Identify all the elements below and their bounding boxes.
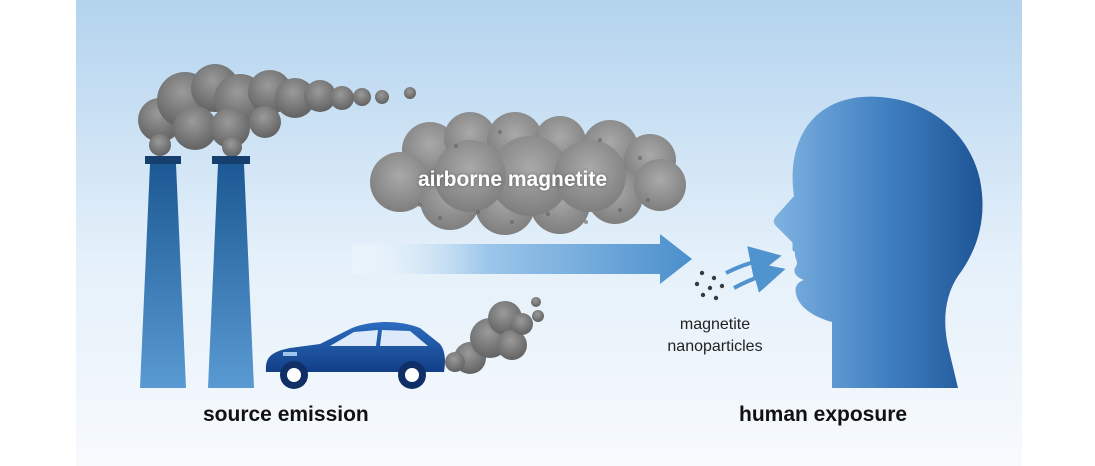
car [265, 322, 445, 389]
magnetite-cloud [370, 112, 686, 235]
nanoparticles-label: magnetite nanoparticles [640, 314, 790, 358]
factory-smoke [138, 64, 416, 157]
human-exposure-label: human exposure [739, 403, 908, 426]
transport-arrow [352, 234, 692, 284]
nanoparticles-label-line-1: magnetite [679, 316, 751, 333]
inhale-arrow-upper [725, 246, 782, 278]
cloud-label: airborne magnetite [418, 168, 608, 191]
source-emission-label: source emission [203, 403, 369, 426]
smokestack-left [140, 156, 186, 388]
smokestack-right [208, 156, 254, 388]
nanoparticle-dots [694, 270, 725, 301]
car-exhaust-smoke [445, 297, 544, 374]
human-head-silhouette [773, 96, 983, 388]
nanoparticles-label-line-2: nanoparticles [667, 338, 763, 355]
inhale-arrow-lower [733, 261, 786, 293]
